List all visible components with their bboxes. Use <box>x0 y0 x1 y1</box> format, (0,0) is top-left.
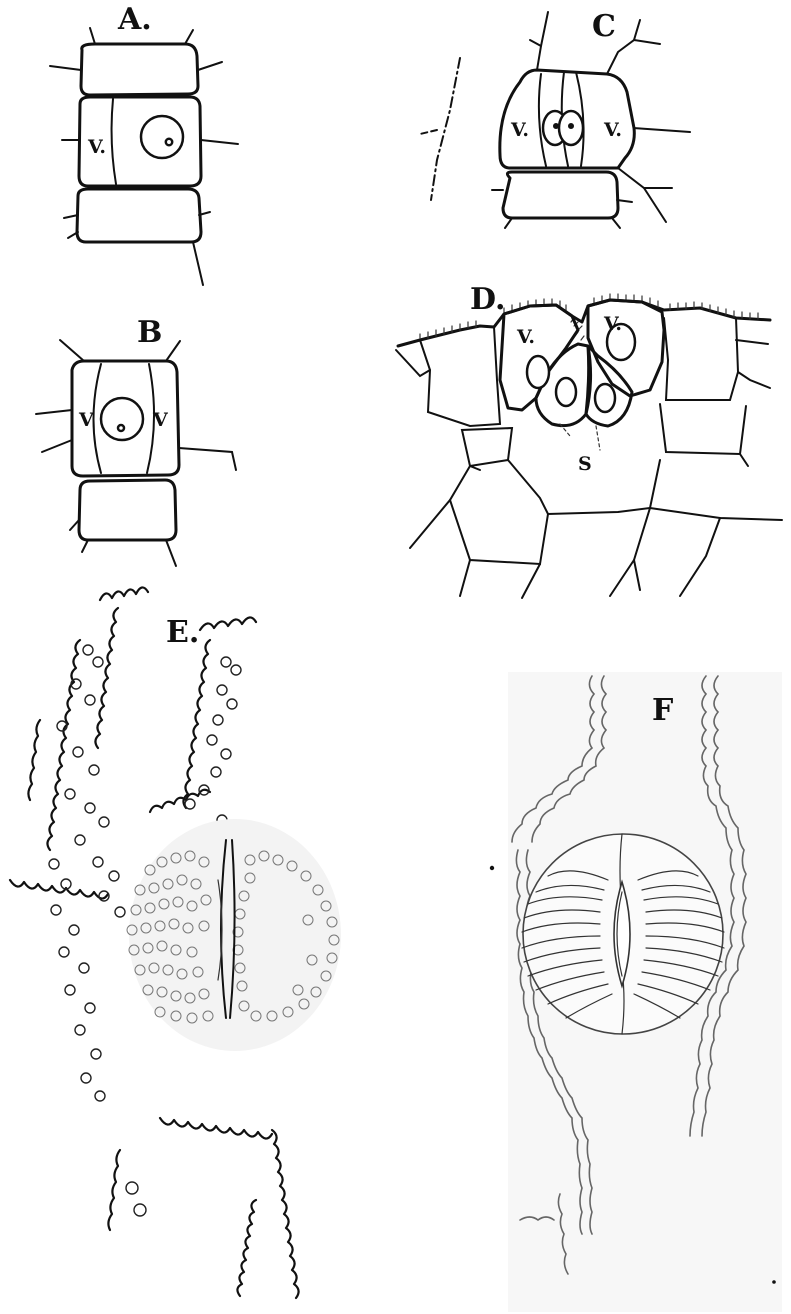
figure-c-cell-label-right: V. <box>603 119 622 141</box>
figure-b-nucleus <box>101 398 143 440</box>
figure-a-nucleus <box>141 116 183 158</box>
figure-e-label: E. <box>166 615 199 650</box>
figure-d-label: D. <box>470 282 505 317</box>
figure-a-cell-label: V. <box>87 136 106 158</box>
figure-a-cell-walls <box>50 28 238 285</box>
figure-b: B V V <box>36 315 236 566</box>
figure-c-nucleolus-right <box>568 123 574 129</box>
figure-d-cuticle <box>398 294 770 346</box>
figure-f-stomate <box>522 834 724 1034</box>
figure-b-cell-label-left: V <box>78 409 95 431</box>
figure-b-cell-label-right: V <box>152 409 169 431</box>
figure-d-cell-label-left: V. <box>516 326 535 348</box>
figure-d-stomate-label: S <box>578 453 592 475</box>
figure-f-speck <box>772 1280 776 1284</box>
figure-f-speck <box>490 866 494 870</box>
figure-a: A. V. <box>50 2 238 285</box>
figure-d-cell-walls <box>396 300 782 598</box>
figure-d: D. <box>396 282 782 598</box>
figure-b-cell-walls <box>36 340 236 566</box>
figure-e-stomate <box>127 819 341 1051</box>
figure-e: E. <box>10 587 341 1298</box>
figure-c-label: C <box>592 9 616 44</box>
figure-d-cell-label-right: V. <box>603 313 622 335</box>
figure-f: F <box>490 672 782 1312</box>
figure-c-cell-label-left: V. <box>510 119 529 141</box>
figure-c: C V. V. <box>420 9 690 228</box>
figure-f-label: F <box>652 693 673 728</box>
figure-a-nucleolus <box>166 139 172 145</box>
figure-b-label: B <box>137 315 162 350</box>
figure-b-nucleolus <box>118 425 124 431</box>
figure-d-nucleus-3 <box>556 378 576 406</box>
figure-d-pointer-lines <box>560 424 600 450</box>
figure-d-nucleus-4 <box>595 384 615 412</box>
figure-a-label: A. <box>117 2 152 37</box>
figure-d-nucleus-1 <box>527 356 549 388</box>
